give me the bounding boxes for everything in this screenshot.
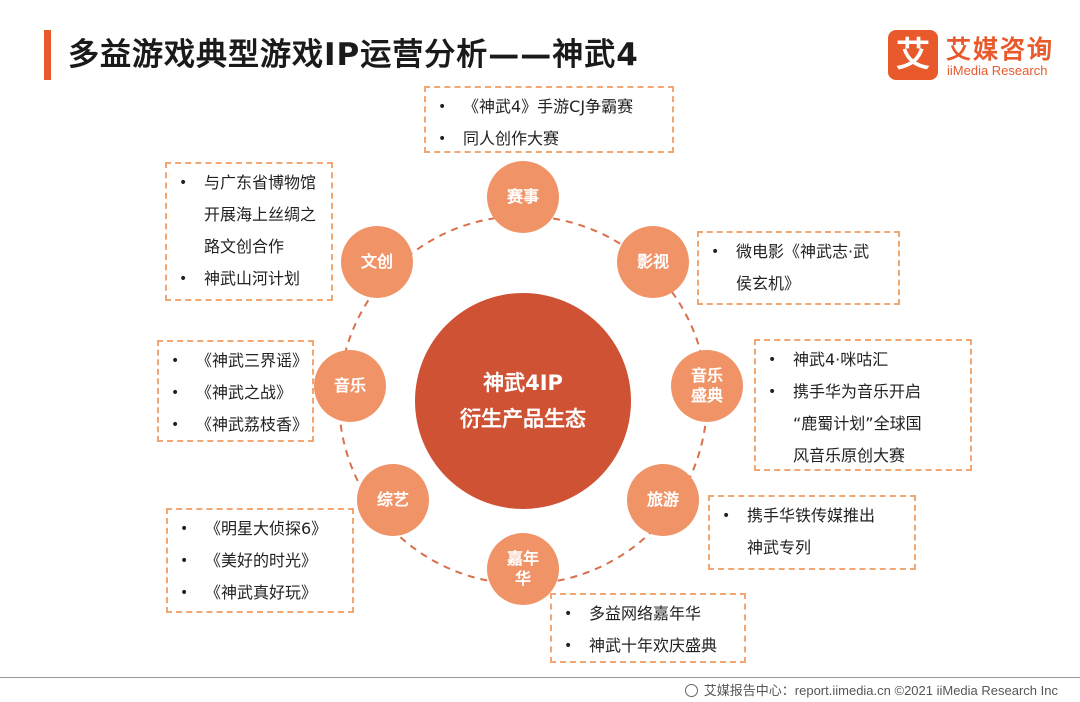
list-item: 《美好的时光》 bbox=[178, 545, 342, 577]
box-jianianhua: 多益网络嘉年华 神武十年欢庆盛典 bbox=[550, 593, 746, 663]
list-item: 神武4·咪咕汇 bbox=[766, 344, 960, 376]
logo-cn-text: 艾媒咨询 bbox=[946, 35, 1055, 64]
list-item: 同人创作大赛 bbox=[436, 123, 662, 155]
list-item: 《神武之战》 bbox=[169, 377, 302, 409]
list-item: 多益网络嘉年华 bbox=[562, 598, 734, 630]
list-item: 开展海上丝绸之 bbox=[204, 205, 317, 224]
center-line2: 衍生产品生态 bbox=[460, 407, 586, 431]
node-zongyi: 综艺 bbox=[357, 464, 429, 536]
logo-mark: 艾 bbox=[888, 30, 938, 80]
node-jianianhua: 嘉年华 bbox=[487, 533, 559, 605]
node-yinyue-shengdian: 音乐盛典 bbox=[671, 350, 743, 422]
box-yinyue: 《神武三界谣》 《神武之战》 《神武荔枝香》 bbox=[157, 340, 314, 442]
node-zongyi-label: 综艺 bbox=[376, 490, 409, 509]
node-wenchuang: 文创 bbox=[341, 226, 413, 298]
list-item: 《神武真好玩》 bbox=[178, 577, 342, 609]
list-item: 携手华铁传媒推出 bbox=[720, 500, 904, 532]
list-item: 《神武4》手游CJ争霸赛 bbox=[436, 91, 662, 123]
globe-icon bbox=[684, 684, 698, 697]
list-item: 风音乐原创大赛 bbox=[793, 446, 906, 465]
footer-text: 艾媒报告中心：report.iimedia.cn ©2021 iiMedia R… bbox=[703, 683, 1058, 698]
node-saishi-label: 赛事 bbox=[506, 187, 539, 206]
list-item: 《明星大侦探6》 bbox=[178, 513, 342, 545]
box-zongyi: 《明星大侦探6》 《美好的时光》 《神武真好玩》 bbox=[166, 508, 354, 613]
footer: 艾媒报告中心：report.iimedia.cn ©2021 iiMedia R… bbox=[684, 680, 1058, 699]
box-yinyue-shengdian: 神武4·咪咕汇 携手华为音乐开启 “鹿蜀计划”全球国 风音乐原创大赛 bbox=[754, 339, 972, 471]
list-item: 神武十年欢庆盛典 bbox=[562, 630, 734, 662]
box-saishi: 《神武4》手游CJ争霸赛 同人创作大赛 bbox=[424, 86, 674, 155]
node-yingshi: 影视 bbox=[617, 226, 689, 298]
node-yingshi-label: 影视 bbox=[636, 252, 669, 271]
title-accent-bar bbox=[44, 30, 51, 80]
box-yingshi: 微电影《神武志·武 侯玄机》 bbox=[697, 231, 900, 305]
list-item: 与广东省博物馆 bbox=[177, 167, 321, 199]
node-lvyou: 旅游 bbox=[627, 464, 699, 536]
center-line1: 神武4IP bbox=[483, 371, 563, 395]
node-lvyou-label: 旅游 bbox=[646, 490, 679, 509]
box-lvyou: 携手华铁传媒推出 神武专列 bbox=[708, 495, 916, 570]
node-wenchuang-label: 文创 bbox=[360, 252, 393, 271]
page-title: 多益游戏典型游戏IP运营分析——神武4 bbox=[68, 37, 639, 73]
list-item: 神武山河计划 bbox=[177, 263, 321, 295]
node-yinyue-shengdian-label: 音乐盛典 bbox=[690, 366, 723, 405]
node-yinyue: 音乐 bbox=[314, 350, 386, 422]
list-item: 侯玄机》 bbox=[736, 274, 801, 293]
footer-divider bbox=[0, 677, 1080, 678]
iimedia-logo: 艾 艾媒咨询 iiMedia Research bbox=[888, 30, 1073, 84]
list-item: “鹿蜀计划”全球国 bbox=[793, 414, 922, 433]
list-item: 神武专列 bbox=[747, 538, 812, 557]
node-saishi: 赛事 bbox=[487, 161, 559, 233]
list-item: 微电影《神武志·武 bbox=[709, 236, 888, 268]
center-circle: 神武4IP 衍生产品生态 bbox=[415, 293, 631, 509]
list-item: 路文创合作 bbox=[204, 237, 285, 256]
node-jianianhua-label: 嘉年华 bbox=[506, 549, 539, 588]
node-yinyue-label: 音乐 bbox=[333, 376, 366, 395]
box-wenchuang: 与广东省博物馆 开展海上丝绸之 路文创合作 神武山河计划 bbox=[165, 162, 333, 301]
list-item: 《神武荔枝香》 bbox=[169, 409, 308, 441]
list-item: 《神武三界谣》 bbox=[169, 345, 308, 377]
list-item: 携手华为音乐开启 bbox=[766, 376, 960, 408]
logo-en-text: iiMedia Research bbox=[947, 63, 1048, 78]
